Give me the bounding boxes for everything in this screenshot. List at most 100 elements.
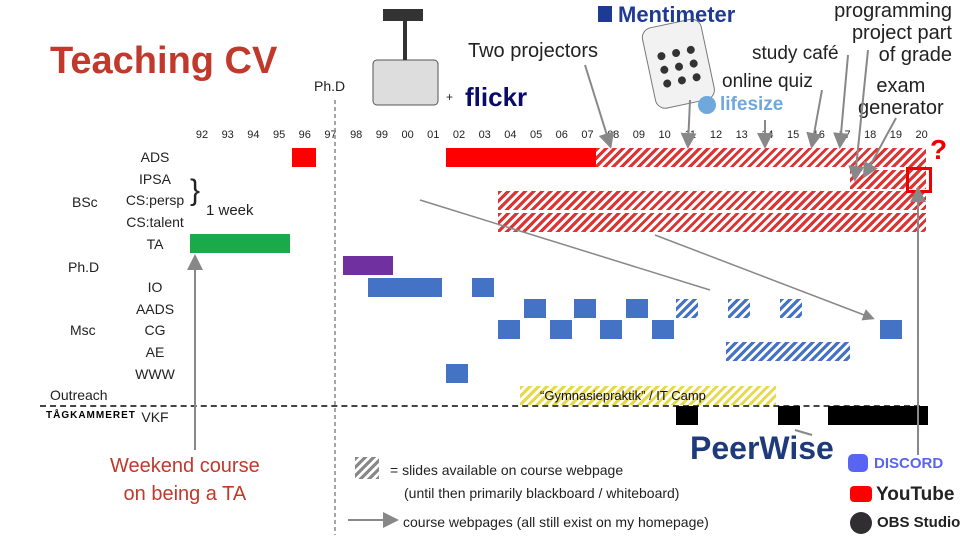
bar-phd bbox=[343, 256, 393, 275]
bar-ads-08-20 bbox=[596, 148, 926, 167]
row-ta: TA bbox=[146, 236, 164, 252]
year-label: 02 bbox=[452, 129, 466, 141]
two-projectors-label: Two projectors bbox=[468, 40, 599, 62]
year-label: 94 bbox=[247, 129, 260, 141]
year-label: 96 bbox=[298, 129, 311, 141]
gymnasiepraktik-label: “Gymnasiepraktik” / IT Camp bbox=[540, 388, 706, 403]
legend-hatch-swatch bbox=[355, 457, 379, 479]
bar-aads-2 bbox=[574, 299, 596, 318]
year-label: 07 bbox=[581, 129, 594, 141]
programming-note: programming project part of grade bbox=[834, 0, 952, 66]
year-label: 05 bbox=[529, 129, 543, 141]
year-label: 01 bbox=[427, 129, 440, 141]
year-label: 20 bbox=[915, 129, 928, 141]
bar-cs-persp bbox=[498, 191, 926, 210]
obs-logo: OBS Studio bbox=[877, 514, 960, 531]
bar-cg-2 bbox=[550, 320, 572, 339]
group-msc: Msc bbox=[70, 322, 96, 338]
lifesize-icon bbox=[698, 96, 716, 114]
weekend-course-note: Weekend course on being a TA bbox=[110, 452, 260, 508]
legend-webpages-text: course webpages (all still exist on my h… bbox=[403, 514, 709, 530]
year-label: 92 bbox=[195, 129, 209, 141]
bar-outreach bbox=[520, 386, 776, 405]
arrow-cg bbox=[654, 234, 875, 321]
weekend-line1: Weekend course bbox=[110, 455, 260, 477]
separator-outreach bbox=[40, 405, 920, 407]
row-ads: ADS bbox=[140, 149, 170, 165]
plus-sign: + bbox=[446, 90, 454, 104]
legend-slides-text: = slides available on course webpage bbox=[390, 462, 624, 478]
bar-cg-5 bbox=[880, 320, 902, 339]
mentimeter-logo: Mentimeter bbox=[618, 2, 736, 27]
obs-icon bbox=[850, 512, 872, 534]
year-label: 09 bbox=[632, 129, 646, 141]
year-label: 12 bbox=[709, 129, 723, 141]
one-week-label: 1 week bbox=[206, 202, 254, 219]
page-title: Teaching CV bbox=[50, 40, 278, 82]
bar-cg-1 bbox=[498, 320, 520, 339]
arrow-peerwise bbox=[794, 429, 813, 436]
row-www: WWW bbox=[135, 366, 175, 382]
year-label: 98 bbox=[350, 129, 363, 141]
programming-line2: project part bbox=[851, 22, 952, 44]
arrow-exam bbox=[863, 117, 897, 179]
row-ipsa: IPSA bbox=[139, 171, 171, 187]
row-vkf: VKF bbox=[141, 409, 169, 425]
year-label: 06 bbox=[555, 129, 568, 141]
row-io: IO bbox=[147, 279, 163, 295]
question-mark: ? bbox=[930, 134, 948, 165]
arrow-study-cafe bbox=[833, 54, 850, 149]
year-label: 13 bbox=[735, 129, 748, 141]
arrow-online-quiz bbox=[806, 89, 823, 149]
arrow-programming bbox=[848, 49, 869, 182]
year-label: 00 bbox=[401, 129, 414, 141]
bar-vkf-3 bbox=[828, 406, 928, 425]
bar-aads-6 bbox=[780, 299, 802, 318]
arrow-clicker bbox=[680, 99, 697, 149]
bar-ae bbox=[726, 342, 850, 361]
bar-vkf-1 bbox=[676, 406, 698, 425]
programming-line1: programming bbox=[834, 0, 952, 22]
row-aads: AADS bbox=[135, 301, 175, 317]
year-label: 18 bbox=[864, 129, 877, 141]
youtube-icon bbox=[850, 486, 872, 502]
exam-line2: generator bbox=[858, 97, 944, 119]
year-label: 93 bbox=[221, 129, 234, 141]
exam-generator-note: exam generator bbox=[858, 75, 944, 119]
bar-www bbox=[446, 364, 468, 383]
year-label: 97 bbox=[324, 129, 337, 141]
group-phd: Ph.D bbox=[68, 259, 100, 275]
bar-cs-talent bbox=[498, 213, 926, 232]
programming-line3: of grade bbox=[878, 44, 952, 66]
bar-ads-02-07 bbox=[446, 148, 596, 167]
year-label: 19 bbox=[889, 129, 903, 141]
bar-cg-4 bbox=[652, 320, 674, 339]
bar-vkf-2 bbox=[778, 406, 800, 425]
year-label: 04 bbox=[504, 129, 517, 141]
bar-aads-1 bbox=[524, 299, 546, 318]
bar-cg-3 bbox=[600, 320, 622, 339]
flickr-logo: flickr bbox=[465, 82, 528, 112]
year-label: 10 bbox=[658, 129, 671, 141]
year-label: 03 bbox=[478, 129, 491, 141]
lifesize-logo: lifesize bbox=[720, 94, 784, 115]
weekend-line2: on being a TA bbox=[123, 483, 247, 505]
bar-ads-96 bbox=[292, 148, 316, 167]
group-bsc: BSc bbox=[72, 194, 98, 210]
tagkammeret-logo: TÅGKAMMERET bbox=[46, 410, 136, 421]
legend-slides-text2: (until then primarily blackboard / white… bbox=[404, 485, 680, 501]
year-label: 95 bbox=[272, 129, 286, 141]
bar-io-1 bbox=[368, 278, 442, 297]
bar-io-2 bbox=[472, 278, 494, 297]
phd-label: Ph.D bbox=[314, 78, 346, 94]
mentimeter-icon bbox=[598, 6, 612, 22]
line-webpages bbox=[419, 199, 711, 291]
youtube-logo: YouTube bbox=[876, 484, 955, 505]
exam-line1: exam bbox=[876, 75, 926, 97]
row-cg: CG bbox=[144, 322, 166, 338]
bar-aads-3 bbox=[626, 299, 648, 318]
clicker-image bbox=[641, 18, 715, 109]
projector-image bbox=[372, 9, 439, 106]
study-cafe-label: study café bbox=[752, 43, 839, 64]
